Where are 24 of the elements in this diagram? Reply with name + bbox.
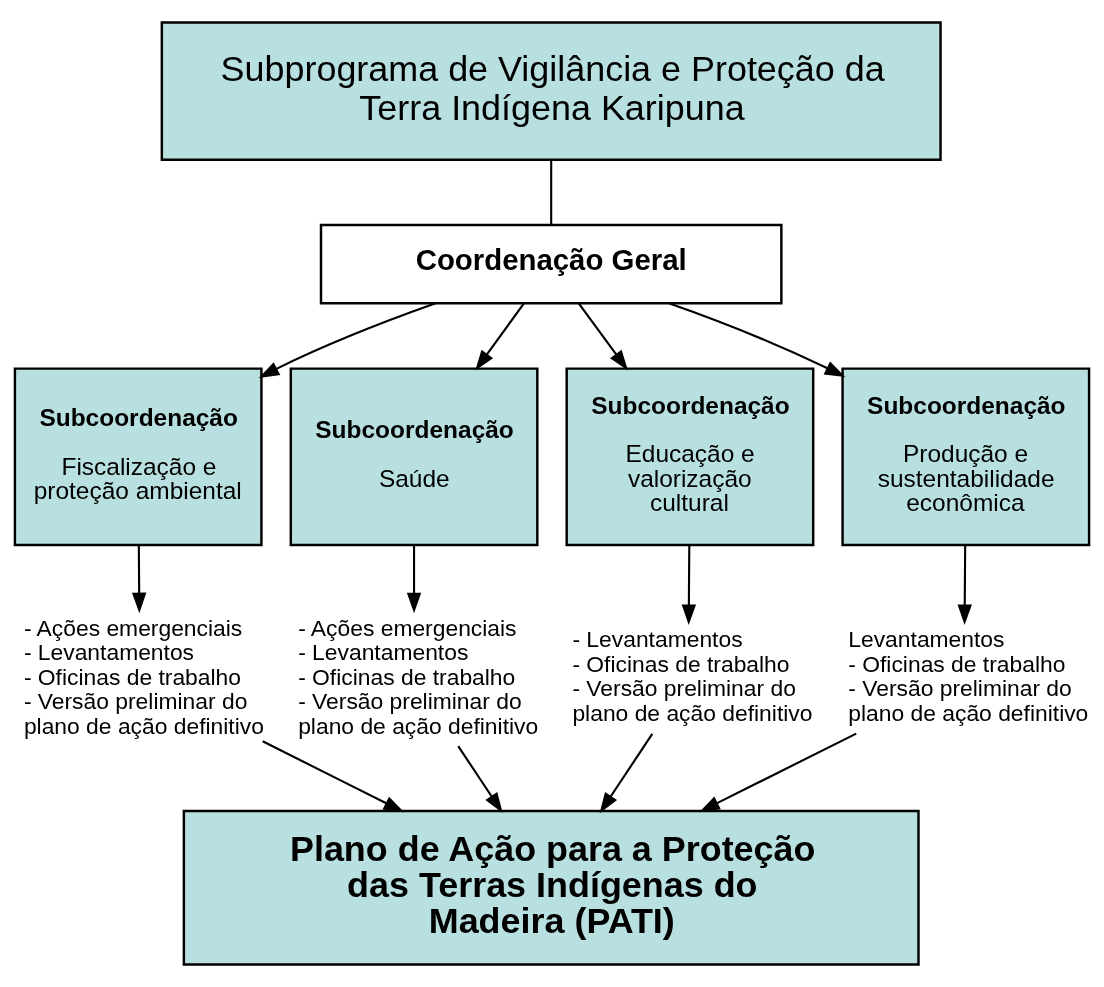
arrow [599, 733, 654, 814]
arrow [578, 303, 628, 371]
node-box: Subcoordenação Educação e valorização cultural [565, 367, 815, 547]
arrow [406, 545, 422, 614]
arrow [457, 745, 503, 814]
node-box: Subprograma de Vigilância e Proteção da Terra Indígena Karipuna [160, 21, 942, 161]
arrow [669, 302, 846, 378]
arrow [699, 732, 857, 813]
node-box: Plano de Ação para a Proteção das Terras Indígenas do Madeira (PATI) [182, 809, 920, 966]
node-box: Subcoordenação Fiscalização e proteção ambiental [13, 367, 263, 547]
arrow [131, 545, 147, 614]
connector [550, 159, 553, 225]
node-box: Coordenação Geral [319, 223, 783, 305]
node-box: Subcoordenação Saúde [289, 367, 539, 547]
node-text: Levantamentos - Oficinas de trabalho - Versão preliminar do plano de ação definitivo [848, 626, 1089, 726]
arrow [258, 302, 436, 378]
node-text: - Ações emergenciais - Levantamentos - Oficinas de trabalho - Versão preliminar do plano de ação definitivo [298, 614, 539, 739]
node-box: Subcoordenação Produção e sustentabilidade econômica [841, 367, 1091, 547]
arrow [681, 545, 697, 626]
arrow [475, 303, 525, 371]
node-text: - Ações emergenciais - Levantamentos - Oficinas de trabalho - Versão preliminar do plano de ação definitivo [23, 614, 264, 739]
arrow [957, 545, 972, 626]
node-text: - Levantamentos - Oficinas de trabalho - Versão preliminar do plano de ação definitivo [572, 626, 813, 726]
arrow [262, 740, 405, 813]
